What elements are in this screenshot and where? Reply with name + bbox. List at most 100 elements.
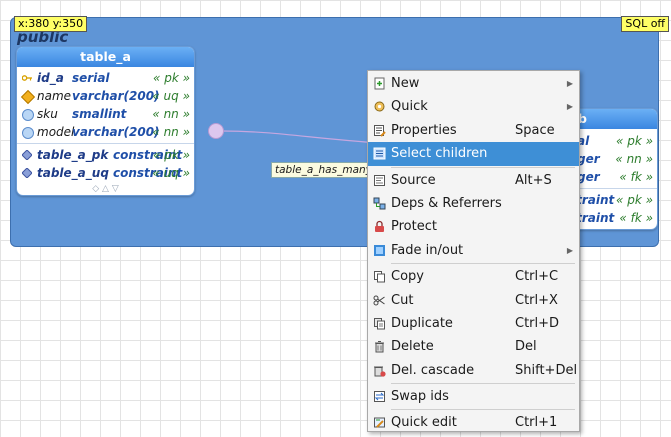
new-icon <box>374 77 385 90</box>
constraint-row[interactable]: straint « pk » <box>539 191 657 209</box>
table-footer[interactable]: ◇ △ ▽ <box>17 182 194 195</box>
menu-separator <box>391 409 575 411</box>
menu-item-copy[interactable]: Copy Ctrl+C <box>368 265 579 288</box>
menu-item-label: Properties <box>391 122 457 138</box>
menu-item-shortcut: Space <box>515 122 555 138</box>
menu-item-quick-edit[interactable]: Quick edit Ctrl+1 <box>368 411 579 434</box>
menu-item-duplicate[interactable]: Duplicate Ctrl+D <box>368 312 579 335</box>
relationship-label[interactable]: table_a_has_many_table_b <box>271 162 374 178</box>
menu-item-new[interactable]: New ▶ <box>368 72 579 95</box>
column-type: varchar(200) <box>72 125 160 139</box>
sql-toggle[interactable]: SQL off <box>621 16 669 32</box>
menu-item-quick[interactable]: Quick ▶ <box>368 95 579 118</box>
table-a[interactable]: table_a id_a serial « pk » name varchar(… <box>16 46 195 196</box>
menu-item-label: Quick <box>391 99 428 115</box>
constraint-row[interactable]: table_a_pk constraint « pk » <box>17 146 194 164</box>
menu-item-label: New <box>391 76 420 91</box>
menu-item-shortcut: Alt+S <box>515 172 552 188</box>
constraint-icon <box>22 168 32 178</box>
column-row[interactable]: al « pk » <box>539 132 657 150</box>
menu-item-shortcut: Shift+Del <box>515 362 578 378</box>
copy-icon <box>374 271 385 283</box>
column-type: ger <box>577 152 600 166</box>
menu-item-shortcut: Ctrl+X <box>515 292 558 308</box>
menu-item-properties[interactable]: Properties Space <box>368 119 579 142</box>
constraint-kind: « fk » <box>619 211 653 225</box>
menu-item-select-children[interactable]: Select children <box>368 142 579 166</box>
menu-item-swap-ids[interactable]: Swap ids <box>368 385 579 408</box>
column-circle-icon <box>22 109 34 121</box>
column-type: varchar(200) <box>72 89 160 103</box>
source-icon <box>374 174 385 186</box>
menu-item-cut[interactable]: Cut Ctrl+X <box>368 289 579 312</box>
menu-item-protect[interactable]: Protect <box>368 215 579 238</box>
collapse-down-icon[interactable]: ▽ <box>111 184 119 194</box>
menu-item-fade[interactable]: Fade in/out ▶ <box>368 239 579 262</box>
constraint-row[interactable]: straint « fk » <box>539 209 657 227</box>
column-name: model <box>37 125 75 139</box>
trash-icon <box>375 341 384 353</box>
menu-item-shortcut: Del <box>515 339 537 355</box>
column-constraint: « uq » <box>152 89 190 103</box>
constraint-type: straint <box>569 211 615 225</box>
menu-item-shortcut: Ctrl+1 <box>515 415 558 431</box>
quick-edit-icon <box>374 417 385 429</box>
column-type: smallint <box>72 107 127 121</box>
constraint-kind: « pk » <box>615 193 653 207</box>
collapse-diamond-icon[interactable]: ◇ <box>92 184 100 194</box>
relationship-handle[interactable] <box>208 123 224 139</box>
collapse-up-icon[interactable]: △ <box>102 184 109 194</box>
menu-separator <box>391 263 575 265</box>
menu-separator <box>391 383 575 385</box>
menu-item-label: Duplicate <box>391 315 453 331</box>
select-children-icon <box>373 147 386 160</box>
column-row[interactable]: id_a serial « pk » <box>17 69 194 87</box>
menu-item-delete-cascade[interactable]: Del. cascade Shift+Del <box>368 359 579 382</box>
column-type: ger <box>577 170 600 184</box>
menu-item-delete[interactable]: Delete Del <box>368 335 579 358</box>
schema-name: public <box>17 28 69 46</box>
context-menu[interactable]: New ▶ Quick ▶ Properties Space Select ch… <box>367 70 580 432</box>
coordinate-readout: x:380 y:350 <box>14 16 88 32</box>
swap-icon <box>374 391 385 403</box>
menu-item-label: Select children <box>391 146 488 162</box>
table-title: table_a <box>17 47 194 67</box>
menu-item-label: Delete <box>391 339 434 355</box>
column-name: sku <box>37 107 58 121</box>
column-row[interactable]: model varchar(200) « nn » <box>17 123 194 141</box>
scissors-icon <box>373 295 385 306</box>
submenu-arrow-icon: ▶ <box>566 79 573 88</box>
column-row[interactable]: ger « nn » <box>539 150 657 168</box>
constraint-row[interactable]: table_a_uq constraint « uq » <box>17 164 194 182</box>
menu-item-shortcut: Ctrl+D <box>515 315 560 331</box>
column-row[interactable]: sku smallint « nn » <box>17 105 194 123</box>
constraint-kind: « uq » <box>152 166 190 180</box>
column-name: name <box>37 89 72 103</box>
menu-item-source[interactable]: Source Alt+S <box>368 169 579 192</box>
column-type: serial <box>72 71 110 85</box>
column-constraint: « fk » <box>619 170 653 184</box>
column-constraint: « pk » <box>615 134 653 148</box>
menu-separator <box>391 166 575 168</box>
menu-item-label: Fade in/out <box>391 242 464 258</box>
constraint-type: constraint <box>113 166 183 180</box>
lock-icon <box>375 221 384 233</box>
menu-item-label: Source <box>391 172 436 188</box>
column-row[interactable]: name varchar(200) « uq » <box>17 87 194 105</box>
constraint-name: table_a_pk <box>37 148 109 162</box>
fade-icon <box>374 244 385 256</box>
column-row[interactable]: ger « fk » <box>539 168 657 186</box>
column-constraint: « nn » <box>152 107 190 121</box>
menu-item-deps-referrers[interactable]: Deps & Referrers <box>368 192 579 215</box>
menu-item-shortcut: Ctrl+C <box>515 269 559 285</box>
column-constraint: « nn » <box>152 125 190 139</box>
constraint-kind: « pk » <box>152 148 190 162</box>
column-constraint: « nn » <box>615 152 653 166</box>
submenu-arrow-icon: ▶ <box>566 102 573 112</box>
submenu-arrow-icon: ▶ <box>566 245 573 255</box>
column-name: id_a <box>37 71 64 85</box>
divider <box>17 143 194 144</box>
menu-item-label: Quick edit <box>391 415 457 431</box>
menu-item-label: Protect <box>391 219 437 235</box>
duplicate-icon <box>374 317 385 330</box>
